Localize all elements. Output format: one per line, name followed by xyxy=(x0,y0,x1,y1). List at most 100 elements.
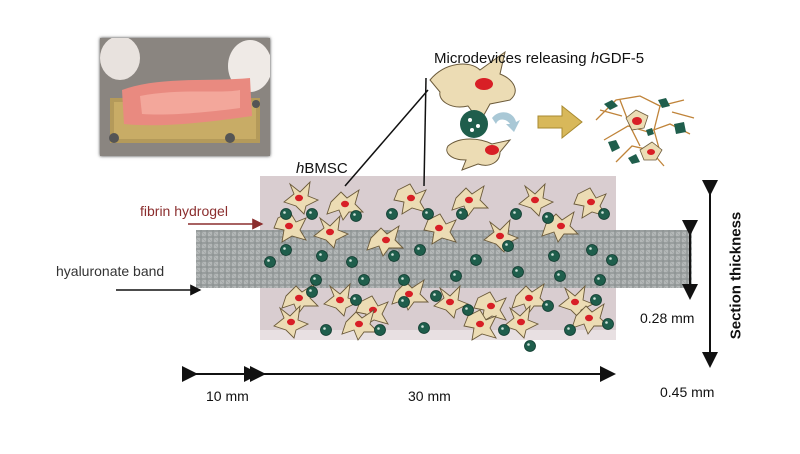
dimension-30mm-label: 30 mm xyxy=(408,388,451,404)
hbmsc-label: hBMSC xyxy=(296,160,348,177)
microdevice-bead xyxy=(462,304,474,316)
hbmsc-cell xyxy=(503,304,540,339)
microdevice-bead xyxy=(542,300,554,312)
hyaluronate-band-label: hyaluronate band xyxy=(56,263,165,279)
microdevice-pore xyxy=(515,269,518,272)
microdevice-pore xyxy=(601,211,604,214)
microdevice-bead xyxy=(542,212,554,224)
microdevice-bead xyxy=(388,250,400,262)
microdevice-bead xyxy=(498,324,510,336)
microdevice-bead xyxy=(430,290,442,302)
microdevice-pore xyxy=(453,273,456,276)
hbmsc-cell xyxy=(473,291,507,323)
microdevice-pore xyxy=(353,297,356,300)
microdevice-pore xyxy=(401,299,404,302)
microdevice-pore xyxy=(349,259,352,262)
microdevice-pore xyxy=(593,297,596,300)
microdevice-bead xyxy=(470,254,482,266)
microdevice-pore xyxy=(417,247,420,250)
dimension-10mm-label: 10 mm xyxy=(206,388,249,404)
microdevice-bead xyxy=(398,274,410,286)
microdevice-pore xyxy=(473,257,476,260)
microdevice-bead xyxy=(590,294,602,306)
hbmsc-cell xyxy=(283,180,320,215)
microdevice-pore xyxy=(505,243,508,246)
hbmsc-cell xyxy=(273,211,307,243)
microdevice-bead xyxy=(594,274,606,286)
section-thickness-label: Section thickness xyxy=(727,211,745,340)
microdevice-bead xyxy=(264,256,276,268)
microdevices-layer xyxy=(264,208,618,352)
hbmsc-cell xyxy=(323,282,360,317)
scaffold-photo xyxy=(100,38,270,156)
microdevice-pore xyxy=(267,259,270,262)
hbmsc-cell xyxy=(326,188,365,221)
microdevice-pore xyxy=(501,327,504,330)
microdevice-bead xyxy=(502,240,514,252)
hbmsc-cell xyxy=(273,304,310,339)
microdevice-bead xyxy=(316,250,328,262)
microdevice-pore xyxy=(401,277,404,280)
microdevice-bead xyxy=(586,244,598,256)
microdevice-pore xyxy=(309,211,312,214)
microdevice-bead xyxy=(512,266,524,278)
microdevice-pore xyxy=(551,253,554,256)
hbmsc-cell xyxy=(518,182,555,217)
microdevice-pore xyxy=(567,327,570,330)
microdevice-bead xyxy=(524,340,536,352)
microdevice-pore xyxy=(609,257,612,260)
microdevice-pore xyxy=(513,211,516,214)
microdevice-bead xyxy=(422,208,434,220)
callout-line-right xyxy=(423,77,427,187)
microdevice-bead xyxy=(306,208,318,220)
microdevice-pore xyxy=(589,247,592,250)
microdevice-bead xyxy=(386,208,398,220)
microdevice-bead xyxy=(606,254,618,266)
microdevice-bead xyxy=(598,208,610,220)
dimension-045mm-label: 0.45 mm xyxy=(660,384,715,400)
microdevice-bead xyxy=(310,274,322,286)
microdevice-pore xyxy=(323,327,326,330)
dimension-028mm-label: 0.28 mm xyxy=(640,310,695,326)
microdevice-bead xyxy=(510,208,522,220)
microdevice-pore xyxy=(597,277,600,280)
microdevice-bead xyxy=(414,244,426,256)
hbmsc-cell xyxy=(313,214,350,249)
microdevice-bead xyxy=(306,286,318,298)
fibrin-hydrogel-label: fibrin hydrogel xyxy=(140,203,228,219)
inset-release xyxy=(429,50,695,171)
microdevice-pore xyxy=(319,253,322,256)
microdevice-pore xyxy=(313,277,316,280)
microdevice-bead xyxy=(456,208,468,220)
microdevice-pore xyxy=(389,211,392,214)
microdevice-bead xyxy=(564,324,576,336)
microdevice-pore xyxy=(433,293,436,296)
microdevice-pore xyxy=(421,325,424,328)
microdevice-pore xyxy=(527,343,530,346)
microdevice-pore xyxy=(391,253,394,256)
microdevice-bead xyxy=(280,208,292,220)
microdevice-pore xyxy=(283,211,286,214)
microdevice-bead xyxy=(548,250,560,262)
hbmsc-cell xyxy=(483,218,520,253)
microdevice-bead xyxy=(602,318,614,330)
microdevice-pore xyxy=(465,307,468,310)
microdevice-pore xyxy=(605,321,608,324)
microdevice-pore xyxy=(309,289,312,292)
callout-line-left xyxy=(344,89,429,187)
microdevice-pore xyxy=(545,215,548,218)
microdevice-pore xyxy=(459,211,462,214)
microdevices-label: Microdevices releasing hGDF-5 xyxy=(434,50,645,67)
microdevice-pore xyxy=(377,327,380,330)
microdevice-bead xyxy=(554,270,566,282)
microdevice-bead xyxy=(280,244,292,256)
hbmsc-cell xyxy=(366,224,405,257)
microdevice-bead xyxy=(320,324,332,336)
microdevice-bead xyxy=(350,294,362,306)
microdevice-bead xyxy=(350,210,362,222)
microdevice-bead xyxy=(398,296,410,308)
microdevice-bead xyxy=(374,324,386,336)
hbmsc-cell xyxy=(423,213,457,245)
